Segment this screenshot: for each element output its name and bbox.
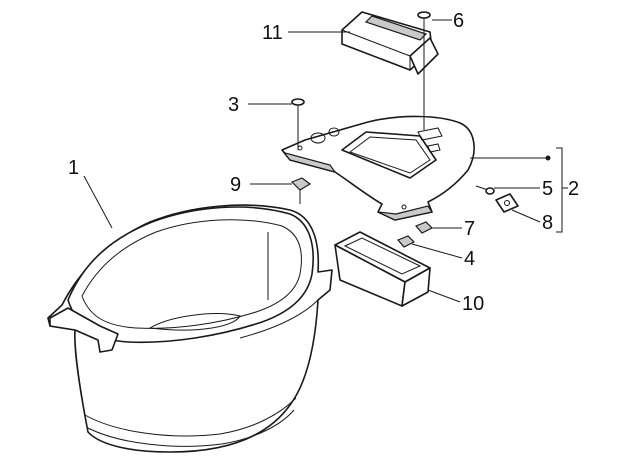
clip-nut-9 — [290, 177, 312, 204]
support-plate — [281, 115, 475, 221]
screw-6 — [417, 11, 431, 130]
callout-7: 7 — [464, 218, 475, 240]
callout-3: 3 — [228, 94, 239, 116]
clip-nut-7 — [414, 221, 434, 234]
callout-5: 5 — [542, 178, 553, 200]
callout-2: 2 — [568, 178, 579, 200]
callout-9: 9 — [230, 174, 241, 196]
top-box — [341, 11, 439, 75]
small-tray — [334, 231, 431, 307]
callout-8: 8 — [542, 212, 553, 234]
screw-3 — [291, 98, 305, 150]
storage-compartment — [47, 204, 333, 453]
callout-6: 6 — [453, 10, 464, 32]
leader-lines — [83, 19, 568, 303]
clip-nut-4 — [396, 235, 416, 248]
callout-1: 1 — [68, 157, 79, 179]
callout-11: 11 — [262, 22, 283, 44]
callout-4: 4 — [464, 248, 475, 270]
callout-10: 10 — [462, 293, 484, 315]
pin-5 — [475, 185, 495, 195]
grommet-8 — [495, 193, 519, 213]
